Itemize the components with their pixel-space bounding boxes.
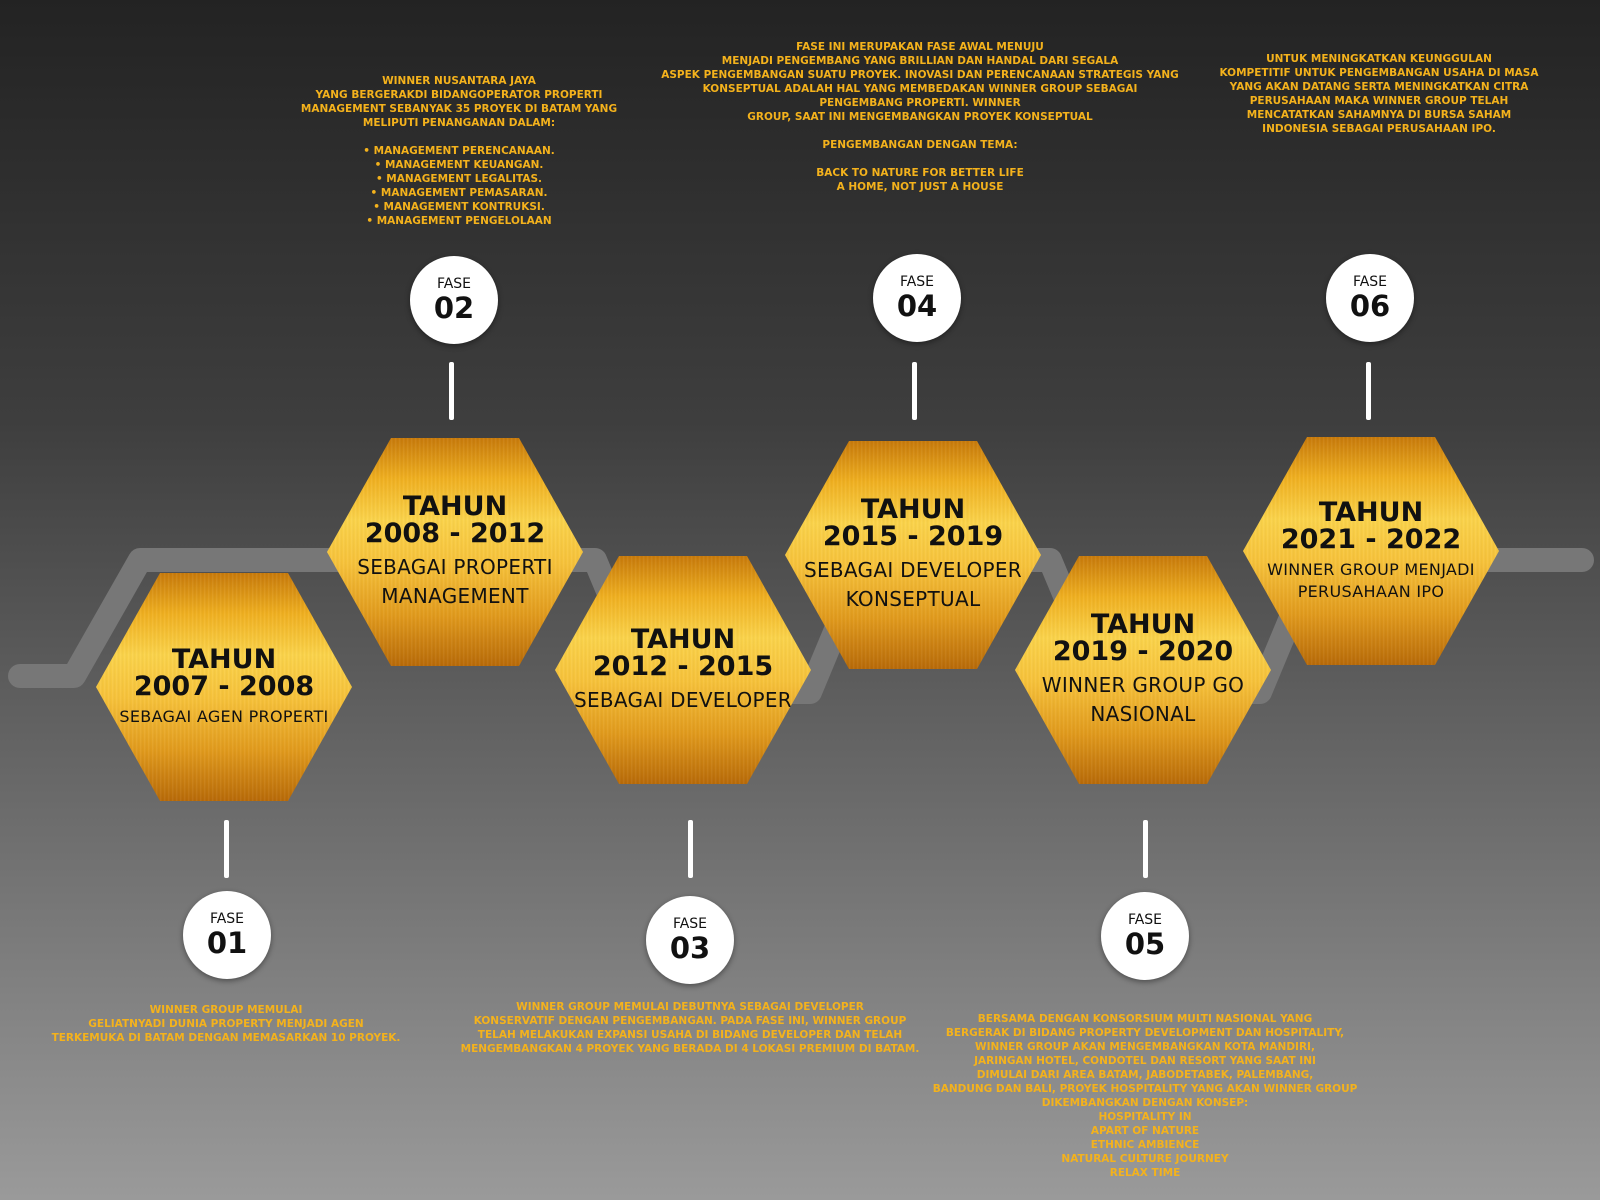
phase-description: WINNER NUSANTARA JAYA YANG BERGERAKDI BI… [300, 75, 618, 227]
phase-connector [1366, 362, 1371, 420]
phase-description: WINNER GROUP MEMULAI GELIATNYADI DUNIA P… [51, 1004, 401, 1044]
phase-tahun: TAHUN [1318, 497, 1424, 528]
phase-years: 2015 - 2019 [822, 521, 1004, 552]
phase-years: 2012 - 2015 [592, 650, 774, 682]
phase-badge-label: FASE [672, 916, 708, 932]
phase-description: WINNER GROUP MEMULAI DEBUTNYA SEBAGAI DE… [460, 1001, 920, 1055]
phase-description: UNTUK MENINGKATKAN KEUNGGULAN KOMPETITIF… [1219, 53, 1539, 135]
phase-badge: FASE 04 [873, 254, 961, 342]
phase-badge: FASE 01 [183, 891, 271, 979]
phase-years: 2008 - 2012 [364, 518, 546, 549]
phase-role: SEBAGAI AGEN PROPERTI [119, 707, 329, 726]
phase-badge-label: FASE [209, 911, 245, 927]
phase-years: 2021 - 2022 [1280, 524, 1462, 555]
phase-badge-label: FASE [1127, 912, 1163, 928]
phase-tahun: TAHUN [860, 494, 966, 525]
phase-badge-number: 05 [1124, 927, 1166, 961]
phase-badge-number: 06 [1349, 289, 1391, 323]
phase-badge: FASE 05 [1101, 892, 1189, 980]
phase-badge-label: FASE [436, 276, 472, 292]
phase-badge: FASE 02 [410, 256, 498, 344]
phase-badge-label: FASE [899, 274, 935, 290]
phase-hexagon: TAHUN 2012 - 2015 SEBAGAI DEVELOPER [555, 556, 811, 784]
phase-description: FASE INI MERUPAKAN FASE AWAL MENUJU MENJ… [661, 41, 1179, 193]
phase-role: SEBAGAI DEVELOPER KONSEPTUAL [803, 558, 1023, 611]
phase-badge-number: 01 [206, 926, 248, 960]
phase-badge-number: 04 [896, 289, 938, 323]
phase-role: SEBAGAI DEVELOPER [573, 687, 793, 712]
phase-badge-number: 02 [433, 291, 475, 325]
phase-description: BERSAMA DENGAN KONSORSIUM MULTI NASIONAL… [932, 1013, 1358, 1179]
phase-connector [688, 820, 693, 878]
phase-connector [224, 820, 229, 878]
phase-role: WINNER GROUP GO NASIONAL [1041, 673, 1245, 726]
phase-hexagon: TAHUN 2015 - 2019 SEBAGAI DEVELOPER KONS… [785, 441, 1041, 669]
phase-tahun: TAHUN [171, 644, 277, 675]
phase-years: 2019 - 2020 [1052, 636, 1234, 667]
phase-tahun: TAHUN [1090, 609, 1196, 640]
phase-badge-number: 03 [669, 931, 711, 965]
phase-role: SEBAGAI PROPERTI MANAGEMENT [357, 555, 553, 608]
phase-connector [1143, 820, 1148, 878]
phase-connector [449, 362, 454, 420]
phase-tahun: TAHUN [630, 623, 736, 655]
phase-badge: FASE 03 [646, 896, 734, 984]
phase-badge-label: FASE [1352, 274, 1388, 290]
phase-tahun: TAHUN [402, 491, 508, 522]
phase-role: WINNER GROUP MENJADI PERUSAHAAN IPO [1267, 560, 1475, 601]
phase-years: 2007 - 2008 [133, 671, 315, 702]
phase-connector [912, 362, 917, 420]
phase-badge: FASE 06 [1326, 254, 1414, 342]
